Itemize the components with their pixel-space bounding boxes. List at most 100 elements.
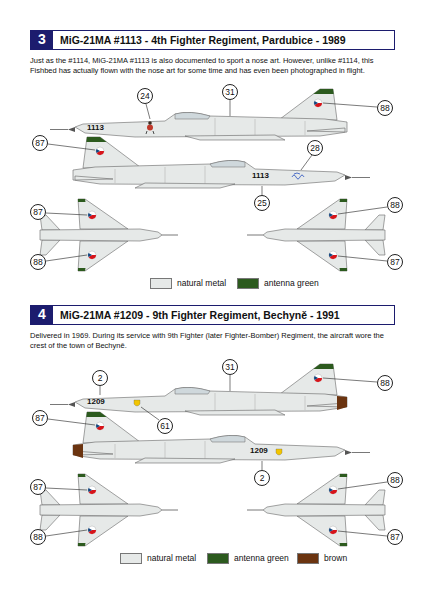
legend-text: antenna green [264, 278, 319, 289]
callout-text: 88 [33, 257, 42, 267]
brown-area [337, 396, 347, 410]
leader-line [323, 378, 377, 382]
callout-number: 87 [32, 410, 48, 426]
description-text: Just as the #1114, MiG-21MA #1113 is als… [30, 56, 395, 76]
callout-number: 87 [30, 479, 46, 495]
leader-line [141, 407, 159, 420]
section-number: 3 [31, 31, 53, 49]
leader-lines [46, 100, 387, 261]
national-insignia [88, 211, 96, 219]
callout-text: 87 [390, 532, 399, 542]
callout-number: 88 [30, 254, 46, 270]
leader-line [146, 104, 150, 119]
leader-line [46, 255, 87, 261]
callout-number: 25 [254, 195, 270, 211]
description-text: Delivered in 1969. During its service wi… [30, 331, 395, 351]
callout-number: 87 [30, 204, 46, 220]
callout-text: 87 [390, 257, 399, 267]
legend-text: natural metal [177, 278, 226, 289]
callout-number: 88 [377, 100, 393, 116]
callout-text: 4 [38, 306, 46, 322]
leader-line [48, 144, 95, 150]
callout-number: 31 [222, 359, 238, 375]
callout-text: 88 [390, 475, 399, 485]
section-title: MiG-21MA #1209 - 9th Fighter Regiment, B… [60, 308, 340, 322]
legend-swatch [120, 553, 142, 564]
side-view [73, 137, 370, 188]
callout-text: 31 [225, 362, 234, 372]
leader-line [46, 488, 87, 490]
national-insignia [329, 251, 337, 259]
section-header: MiG-21MA #1113 - 4th Fighter Regiment, P… [30, 30, 395, 50]
legend-text: brown [324, 553, 347, 564]
callout-number: 88 [387, 472, 403, 488]
legend-swatch [237, 278, 259, 289]
callout-text: 88 [380, 103, 389, 113]
callout-text: 87 [35, 138, 44, 148]
callout-number: 87 [387, 529, 403, 545]
callout-number: 88 [387, 197, 403, 213]
callout-number: 87 [387, 254, 403, 270]
callout-number: 88 [377, 375, 393, 391]
section-title: MiG-21MA #1113 - 4th Fighter Regiment, P… [60, 33, 346, 47]
bottom-view [247, 474, 385, 546]
brown-area [73, 444, 83, 458]
section-number: 4 [31, 306, 53, 324]
national-insignia [329, 526, 337, 534]
callout-text: 24 [140, 91, 149, 101]
callout-text: 87 [33, 207, 42, 217]
leader-line [301, 155, 312, 170]
national-insignia [96, 147, 104, 155]
callout-text: 25 [257, 198, 266, 208]
leader-line [323, 103, 377, 107]
callout-text: 87 [33, 482, 42, 492]
legend-text: natural metal [147, 553, 196, 564]
callout-text: 28 [310, 143, 319, 153]
callout-number: 87 [32, 135, 48, 151]
callout-number: 61 [157, 418, 173, 434]
callout-text: 31 [225, 87, 234, 97]
bottom-view [247, 199, 385, 271]
serial-number: 1113 [87, 124, 104, 132]
national-insignia [314, 374, 322, 382]
serial-number: 1113 [252, 172, 269, 180]
leader-line [262, 186, 263, 195]
leader-line [338, 207, 387, 214]
national-insignia [329, 211, 337, 219]
callout-text: 88 [390, 200, 399, 210]
callout-number: 28 [307, 140, 323, 156]
callout-number: 88 [30, 529, 46, 545]
legend-text: antenna green [234, 553, 289, 564]
national-insignia [88, 251, 96, 259]
callout-text: 2 [98, 373, 103, 383]
callout-number: 2 [254, 470, 270, 486]
callout-text: 87 [35, 413, 44, 423]
section-header: MiG-21MA #1209 - 9th Fighter Regiment, B… [30, 305, 395, 325]
town-crest [134, 400, 140, 406]
callout-number: 24 [137, 88, 153, 104]
serial-number: 1209 [87, 398, 105, 406]
national-insignia [88, 486, 96, 494]
national-insignia [314, 99, 322, 107]
top-view [40, 199, 178, 271]
national-insignia [88, 526, 96, 534]
serial-number: 1209 [250, 447, 268, 455]
legend-swatch [150, 278, 172, 289]
leader-line [262, 461, 263, 470]
nose-art [292, 173, 304, 179]
leader-line [230, 375, 231, 391]
callout-text: 61 [160, 421, 169, 431]
callout-text: 3 [38, 31, 46, 47]
leader-lines [46, 375, 387, 536]
side-view [50, 89, 347, 140]
leader-line [100, 386, 101, 395]
leader-line [48, 419, 95, 425]
callout-number: 2 [92, 370, 108, 386]
leader-line [338, 256, 387, 261]
leader-line [46, 213, 87, 215]
national-insignia [96, 422, 104, 430]
nose-art [146, 121, 154, 134]
side-view [73, 412, 370, 463]
